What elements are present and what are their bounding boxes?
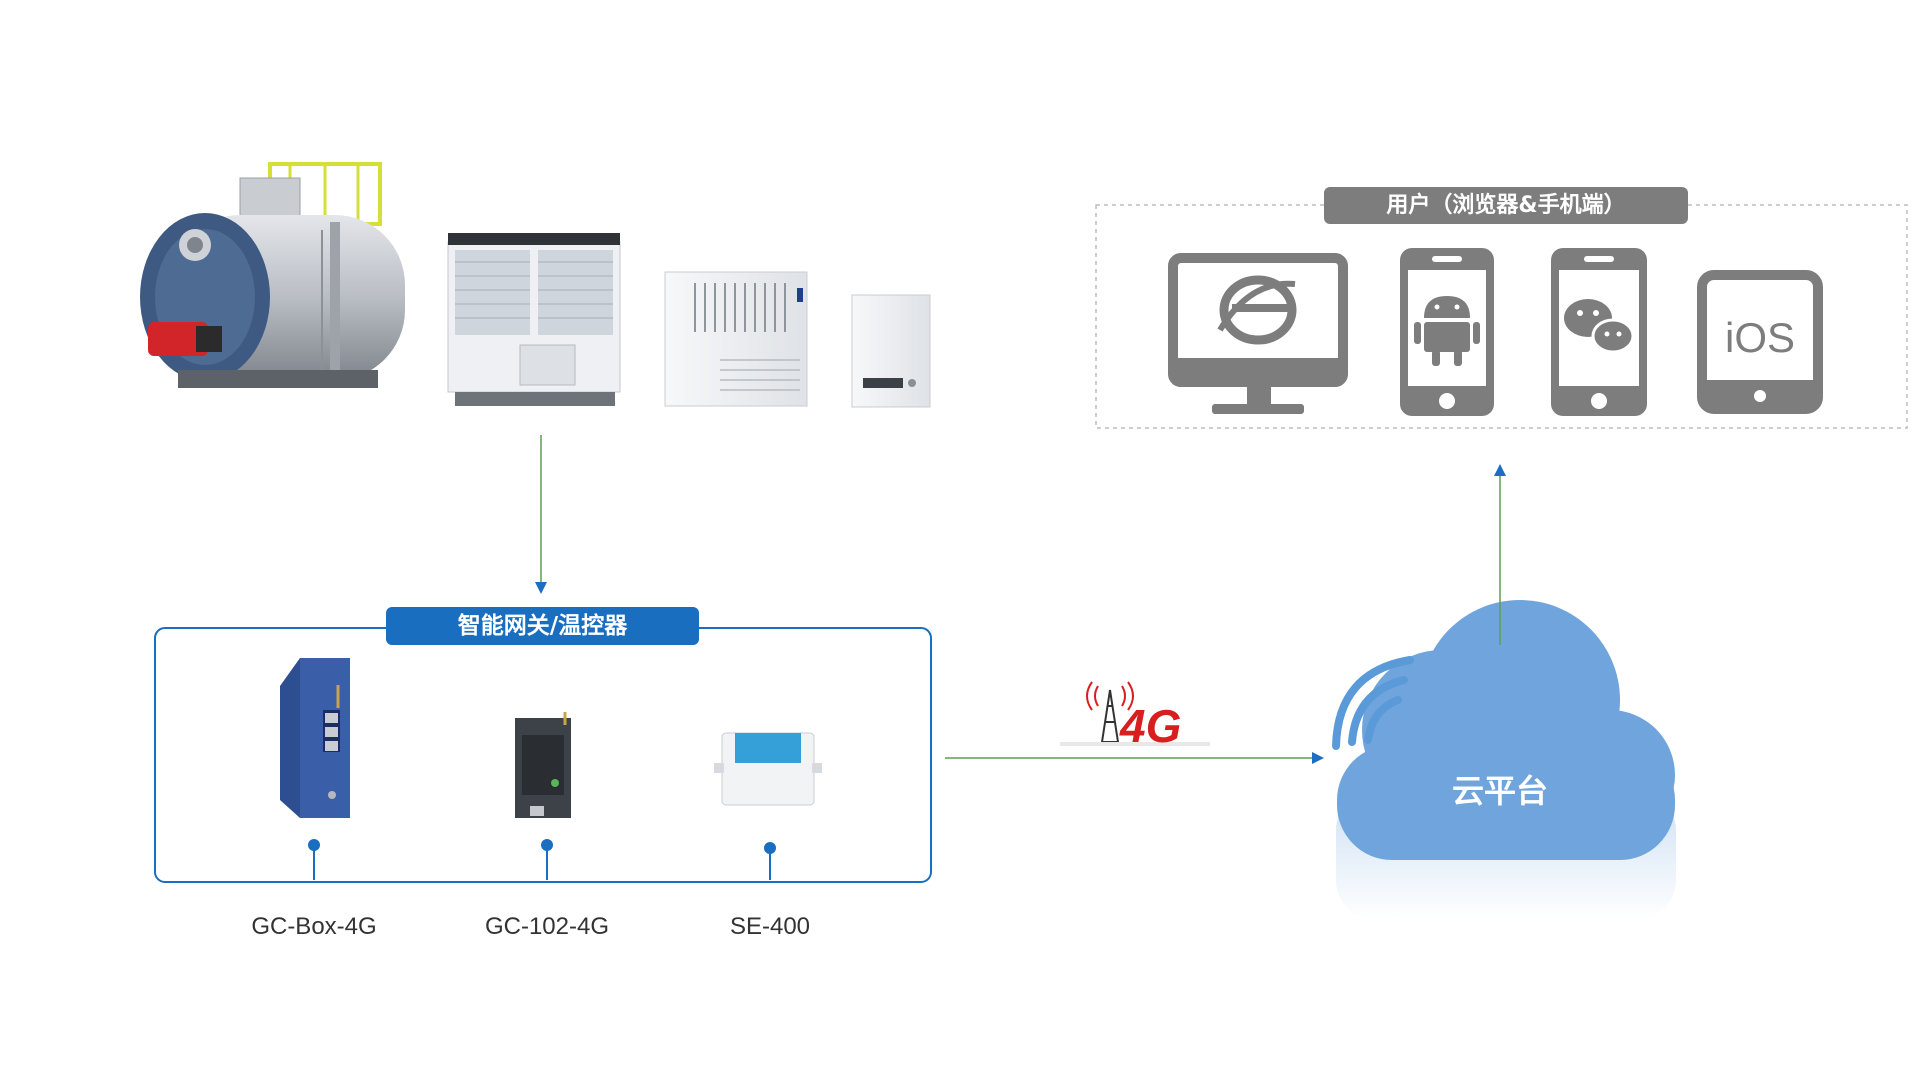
device-label-se-400: SE-400 [729,913,811,940]
user-section-frame [1095,204,1908,429]
ios-tablet-icon [1697,270,1823,414]
boiler-image [140,162,405,388]
ie-browser-icon [1168,253,1348,414]
gateway-section-title: 智能网关/温控器 [386,607,699,645]
gc-102-4g-image [515,712,571,818]
arrow-head-up [1494,464,1506,476]
se-400-image [714,732,822,806]
wall-heater-image [851,294,931,408]
device-connector-dot [308,839,320,851]
arrow-head-down [535,582,547,594]
cloud-platform-shape [1336,600,1676,920]
4g-tower-icon [1060,681,1210,746]
cloud-platform-label: 云平台 [1451,772,1548,810]
device-connector-dot [764,842,776,854]
gc-box-4g-image [280,658,350,818]
device-connector-dot [541,839,553,851]
user-section-title: 用户（浏览器&手机端） [1324,187,1688,224]
wechat-phone-icon [1551,248,1647,416]
device-label-gc-102-4g: GC-102-4G [484,913,610,940]
ios-label: iOS [1725,314,1795,361]
fan-coil-image [664,271,808,407]
wifi-signal-icon [1332,656,1414,750]
device-label-gc-box-4g: GC-Box-4G [251,913,377,940]
arrow-head-right [1312,752,1324,764]
android-phone-icon [1400,248,1494,416]
chiller-image [447,233,621,406]
network-4g-label: 4G [1119,700,1181,752]
